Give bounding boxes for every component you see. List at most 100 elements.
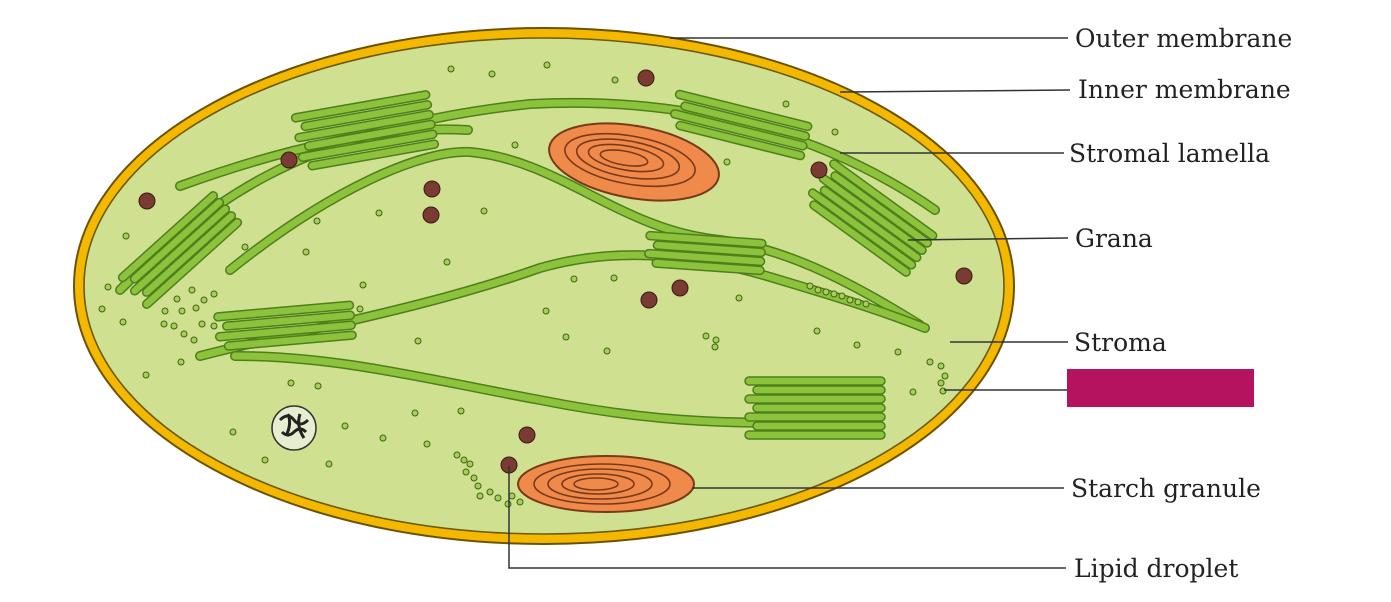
thylakoid-disc (214, 320, 356, 342)
ribosome-dot (610, 274, 618, 282)
label-stromal-lamella: Stromal lamella (1069, 139, 1271, 168)
ribosome-dot (603, 347, 611, 355)
ribosome-dot (411, 409, 419, 417)
ribosome-dot (356, 305, 364, 313)
ribosome-dot (814, 286, 822, 294)
starch-granule-top (548, 122, 720, 202)
ribosome-dot (838, 292, 846, 300)
thylakoid-disc (303, 119, 436, 151)
ribosome-dot (611, 76, 619, 84)
ribosome-dot (188, 286, 196, 294)
thylakoid-disc (117, 191, 219, 283)
granum-stack (644, 230, 767, 276)
ribosome-dot (313, 217, 321, 225)
ribosome-dot (476, 492, 484, 500)
ribosome-dot (198, 320, 206, 328)
thylakoid-disc (744, 412, 886, 422)
ribosome-dot (142, 371, 150, 379)
ribosome-dot (562, 333, 570, 341)
ribosome-dot (486, 488, 494, 496)
ribosome-dot (423, 440, 431, 448)
ribosome-dot (414, 337, 422, 345)
thylakoid-disc (744, 430, 886, 440)
ribosome-dot (302, 248, 310, 256)
thylakoid-disc (807, 188, 917, 270)
ribosome-dot (457, 407, 465, 415)
ribosome-dot (180, 330, 188, 338)
label-grana: Grana (1075, 224, 1153, 253)
ribosome-dot (177, 358, 185, 366)
thylakoid-disc (290, 90, 431, 123)
ribosome-dot (508, 492, 516, 500)
ribosome-dot (813, 327, 821, 335)
ribosome-dot (711, 343, 719, 351)
ribosome-dot (462, 468, 470, 476)
thylakoid-disc (141, 217, 243, 309)
ribosome-dot (480, 207, 488, 215)
thylakoid-disc (213, 300, 355, 322)
ribosome-dot (241, 243, 249, 251)
ribosome-dot (822, 288, 830, 296)
ribosome-dot (735, 294, 743, 302)
ribosome-dot (937, 379, 945, 387)
thylakoid-disc (141, 211, 237, 297)
granum-stack (670, 89, 813, 161)
thylakoid-disc (674, 89, 813, 132)
thylakoid-disc (744, 394, 886, 404)
ribosome-dot (516, 498, 524, 506)
ribosome-dot (359, 281, 367, 289)
ribosome-dot (341, 422, 349, 430)
thylakoid-disc (752, 403, 886, 413)
ribosome-dot (178, 307, 186, 315)
ribosome-dot (170, 322, 178, 330)
granum-stack (807, 159, 938, 277)
ribosome-dot (161, 307, 169, 315)
thylakoid-disc (752, 385, 886, 395)
ribosome-dot (122, 232, 130, 240)
ribosome-dot (314, 382, 322, 390)
thylakoid-disc (645, 230, 767, 249)
ribosome-dot (210, 290, 218, 298)
ribosome-dot (926, 358, 934, 366)
leader-lines (508, 37, 1071, 569)
thylakoid-disc (680, 101, 810, 141)
ribosome-dot (466, 460, 474, 468)
ribosome-dot (447, 65, 455, 73)
thylakoid-disc (830, 171, 933, 248)
thylakoid-disc (670, 109, 808, 151)
label-starch-granule: Starch granule (1071, 474, 1261, 503)
label-lipid-droplet: Lipid droplet (1074, 554, 1239, 583)
ribosome-dot (712, 336, 720, 344)
ribosome-dot (723, 158, 731, 166)
ribosome-dot (379, 434, 387, 442)
label-stroma: Stroma (1074, 328, 1167, 357)
ribosome-dot (894, 348, 902, 356)
thylakoid-disc (829, 159, 938, 241)
ribosome-dot (846, 296, 854, 304)
ribosome-dot (460, 456, 468, 464)
ribosome-dot (190, 336, 198, 344)
granum-stack (213, 300, 357, 351)
ribosome-dot (104, 283, 112, 291)
label-inner-membrane: Inner membrane (1078, 75, 1291, 104)
ribosome-dot (443, 258, 451, 266)
thylakoid-disc (222, 310, 356, 331)
ribosome-dot (98, 305, 106, 313)
granum-stack (744, 376, 886, 440)
granum-stack (290, 90, 440, 171)
thylakoid-disc (652, 240, 766, 258)
ribosome-dot (939, 387, 947, 395)
ribosome-dot (831, 128, 839, 136)
ribosome-dot (782, 100, 790, 108)
thylakoid-disc (294, 109, 434, 143)
thylakoid-disc (223, 330, 357, 351)
thylakoid-disc (307, 139, 440, 171)
ribosome-dot (504, 500, 512, 508)
ribosome-dot (375, 209, 383, 217)
ribosome-dot (853, 341, 861, 349)
thylakoid-disc (300, 100, 433, 132)
ribosome-dot (470, 474, 478, 482)
ribosomes (98, 61, 949, 508)
blank-label-box (1067, 369, 1254, 407)
